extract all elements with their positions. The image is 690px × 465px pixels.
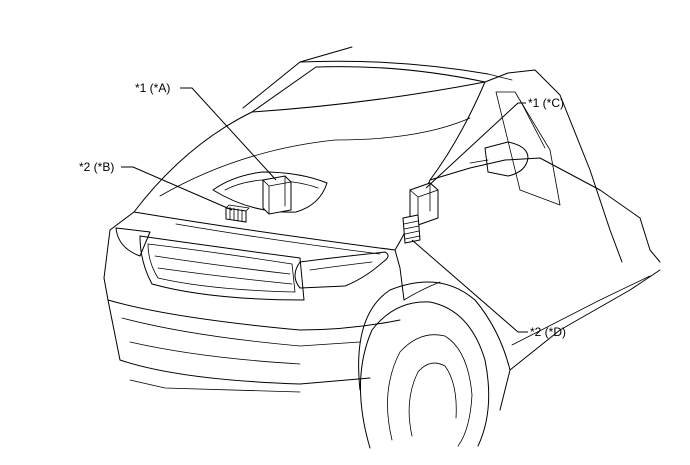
leader-lines xyxy=(121,87,528,333)
callout-label-1-a: *1 (*A) xyxy=(135,81,170,95)
callout-label-1-c: *1 (*C) xyxy=(528,96,564,110)
component-1-a xyxy=(262,175,292,215)
leader-1-a xyxy=(180,87,277,181)
leader-2-b xyxy=(121,166,233,211)
leader-1-c xyxy=(425,102,526,189)
component-2-d xyxy=(402,214,421,244)
leader-2-d xyxy=(411,239,528,333)
callout-label-2-d: *2 (*D) xyxy=(530,325,566,339)
vehicle-outline xyxy=(103,46,661,449)
callout-label-2-b: *2 (*B) xyxy=(79,160,114,174)
component-2-b xyxy=(225,204,250,223)
